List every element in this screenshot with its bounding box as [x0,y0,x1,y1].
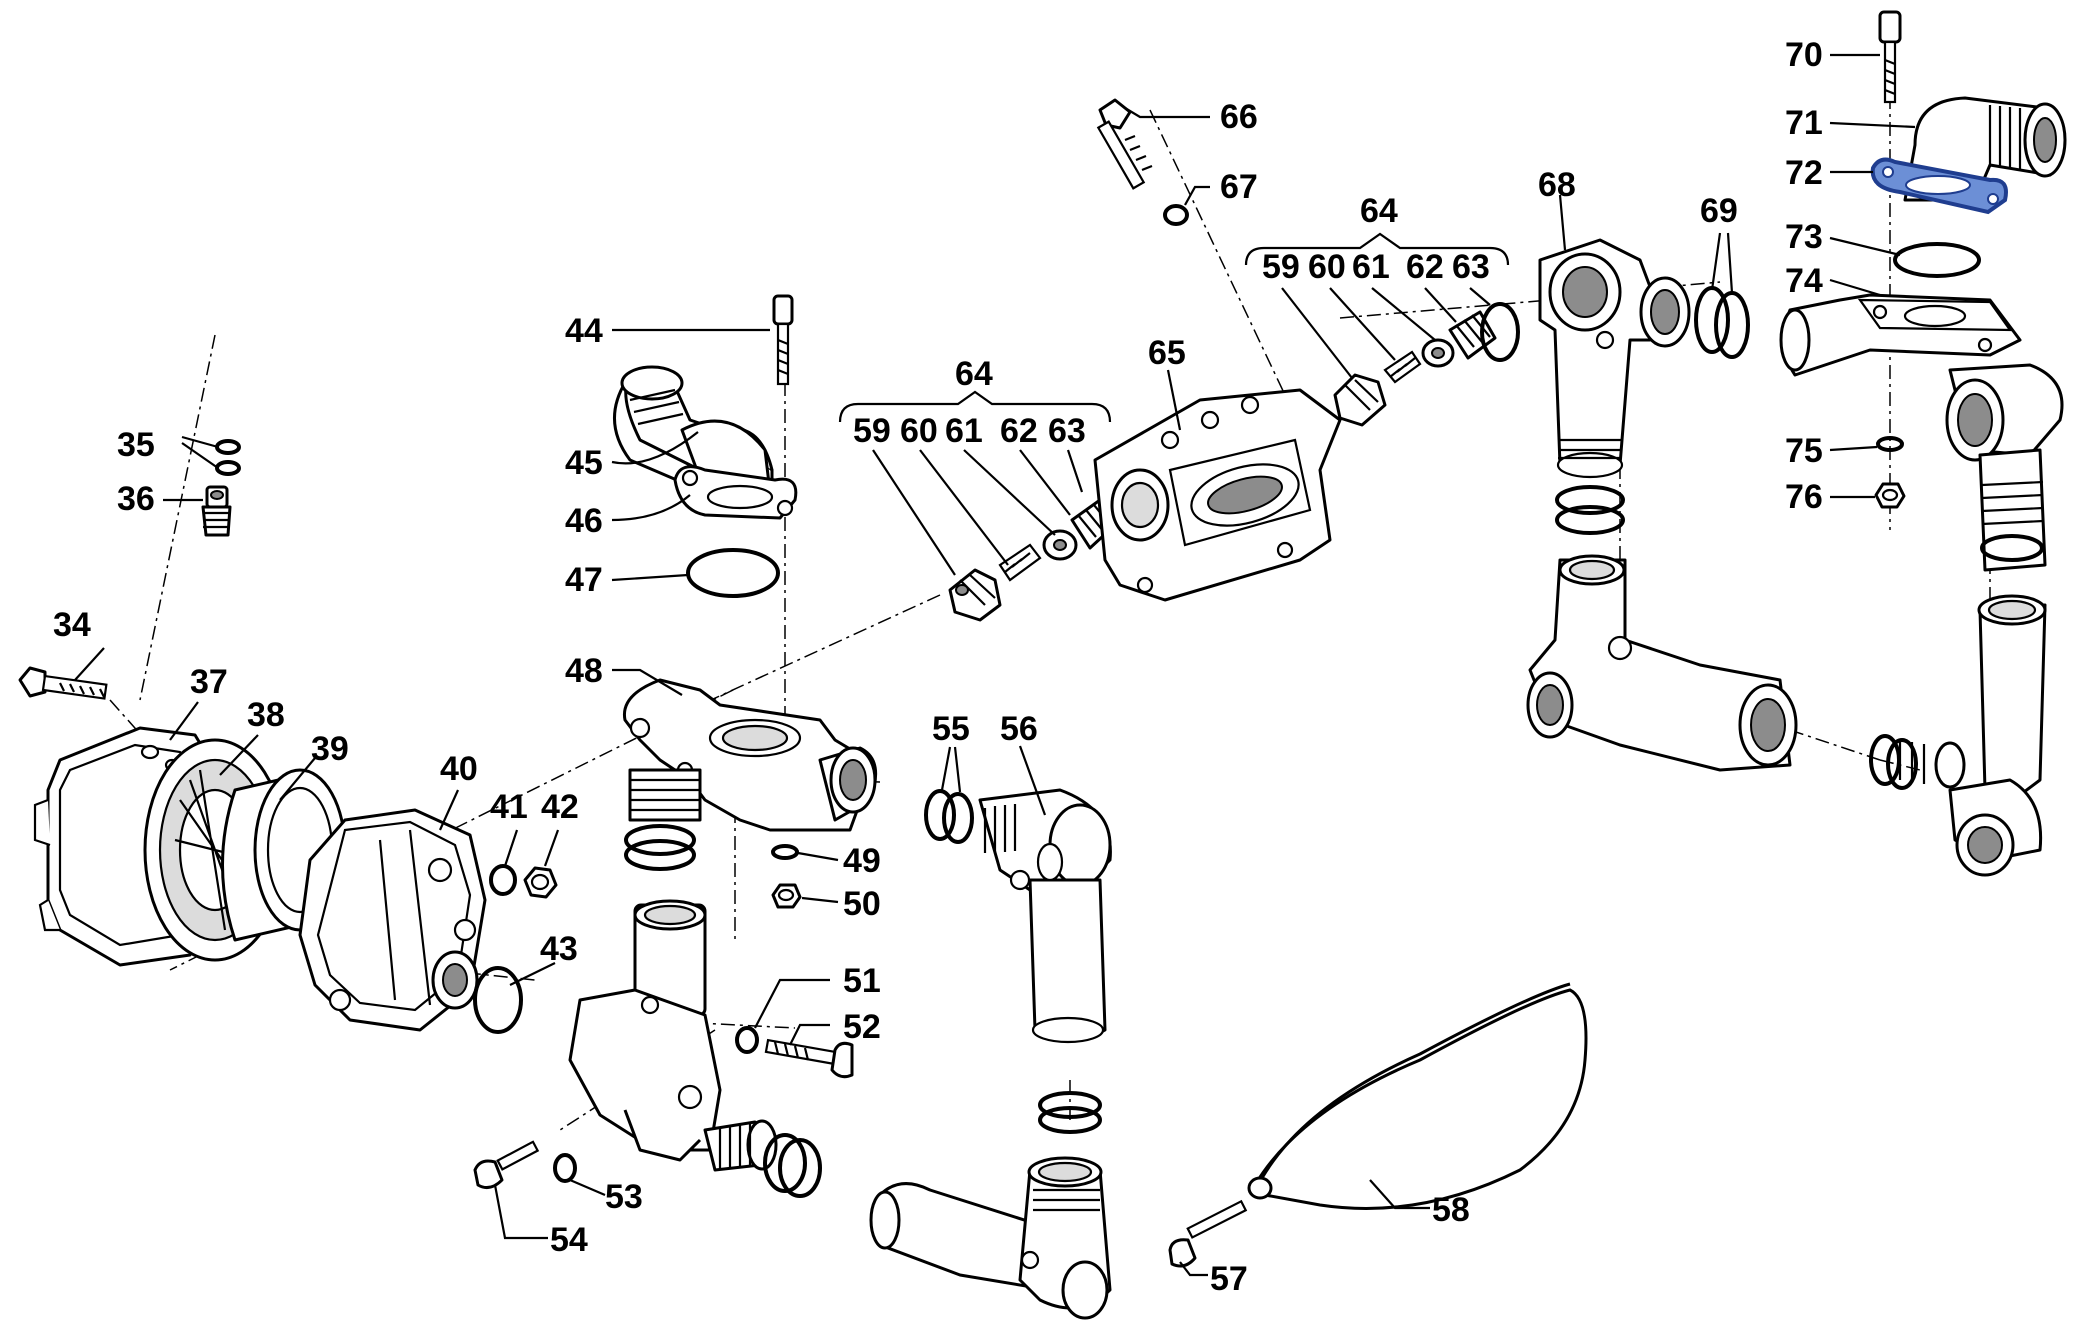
gasket-72 [1870,157,2008,215]
label-55: 55 [932,710,970,748]
label-37: 37 [190,663,228,701]
screw-70 [1878,10,1902,104]
label-72: 72 [1785,154,1823,192]
label-49: 49 [843,842,881,880]
valve-36 [201,485,232,537]
label-76: 76 [1785,478,1823,516]
label-70: 70 [1785,36,1823,74]
bracket-group-2 [1244,232,1510,379]
label-56: 56 [1000,710,1038,748]
label-52: 52 [843,1008,881,1046]
label-71: 71 [1785,104,1823,142]
label-group2-59: 59 [1262,248,1300,286]
ring-48b [624,824,696,871]
nut-50 [771,883,802,909]
label-group1-62: 62 [1000,412,1038,450]
screw-57 [1168,1199,1248,1268]
label-group1-61: 61 [945,412,983,450]
part-labels: 34 35 36 37 38 39 40 41 42 43 44 45 46 4… [53,36,1823,1298]
label-44: 44 [565,312,603,350]
label-45: 45 [565,444,603,482]
label-group2-61: 61 [1352,248,1390,286]
label-54: 54 [550,1221,588,1259]
oring-pair-mid [1038,1091,1102,1134]
nut-76 [1874,482,1906,509]
oring-73 [1893,242,1981,278]
label-73: 73 [1785,218,1823,256]
label-38: 38 [247,696,285,734]
washer-67 [1163,204,1189,226]
nut-42 [523,866,558,899]
label-75: 75 [1785,432,1823,470]
label-group1-64: 64 [955,355,993,393]
oring-47 [686,548,780,598]
elbow-lower-right [869,1156,1112,1320]
screw-52 [764,1038,854,1079]
label-40: 40 [440,750,478,788]
label-46: 46 [565,502,603,540]
label-34: 34 [53,606,91,644]
manifold-74 [1779,293,2064,572]
right-riser [1898,534,2047,877]
valve-housing-65 [1093,388,1342,602]
label-53: 53 [605,1178,643,1216]
label-66: 66 [1220,98,1258,136]
label-47: 47 [565,561,603,599]
label-51: 51 [843,962,881,1000]
label-69: 69 [1700,192,1738,230]
label-48: 48 [565,652,603,690]
washer-75 [1876,436,1904,452]
pump-head-40 [298,808,487,1032]
ring-pair-68b [1555,485,1625,535]
label-36: 36 [117,480,155,518]
elbow-56 [978,788,1112,1044]
label-68: 68 [1538,166,1576,204]
tee-68 [1538,238,1691,479]
label-50: 50 [843,885,881,923]
label-67: 67 [1220,168,1258,206]
orings-69 [1694,286,1750,359]
label-group2-63: 63 [1452,248,1490,286]
valve-group-1 [948,498,1117,622]
flange-46 [673,465,798,520]
washer-51 [735,1026,759,1054]
valve-group-2 [1333,302,1520,427]
handle-loop-58 [1247,982,1588,1210]
screw-66 [1096,98,1153,190]
oring-pair-lower [763,1133,822,1198]
washer-41 [489,864,517,896]
bolt-34 [18,666,108,700]
tee-68-lower [1526,554,1798,772]
orings-55 [924,789,974,844]
label-41: 41 [490,788,528,826]
washer-53 [553,1153,577,1183]
washer-49 [771,844,799,860]
screw-54 [473,1140,540,1190]
label-group2-60: 60 [1308,248,1346,286]
label-39: 39 [311,730,349,768]
label-group2-62: 62 [1406,248,1444,286]
bracket-group-1 [838,390,1112,576]
label-74: 74 [1785,262,1823,300]
tee-lower-body [568,899,778,1172]
label-58: 58 [1432,1191,1470,1229]
label-group1-60: 60 [900,412,938,450]
label-65: 65 [1148,334,1186,372]
orings-right-lower [1869,734,1918,790]
label-35: 35 [117,426,155,464]
label-57: 57 [1210,1260,1248,1298]
washers-35 [215,439,241,476]
oring-43 [473,966,523,1034]
screw-44 [772,294,794,386]
label-group1-59: 59 [853,412,891,450]
manifold-48 [622,678,878,832]
label-group1-63: 63 [1048,412,1086,450]
label-42: 42 [541,788,579,826]
label-group2-64: 64 [1360,192,1398,230]
leader-lines [74,53,1916,1277]
label-43: 43 [540,930,578,968]
